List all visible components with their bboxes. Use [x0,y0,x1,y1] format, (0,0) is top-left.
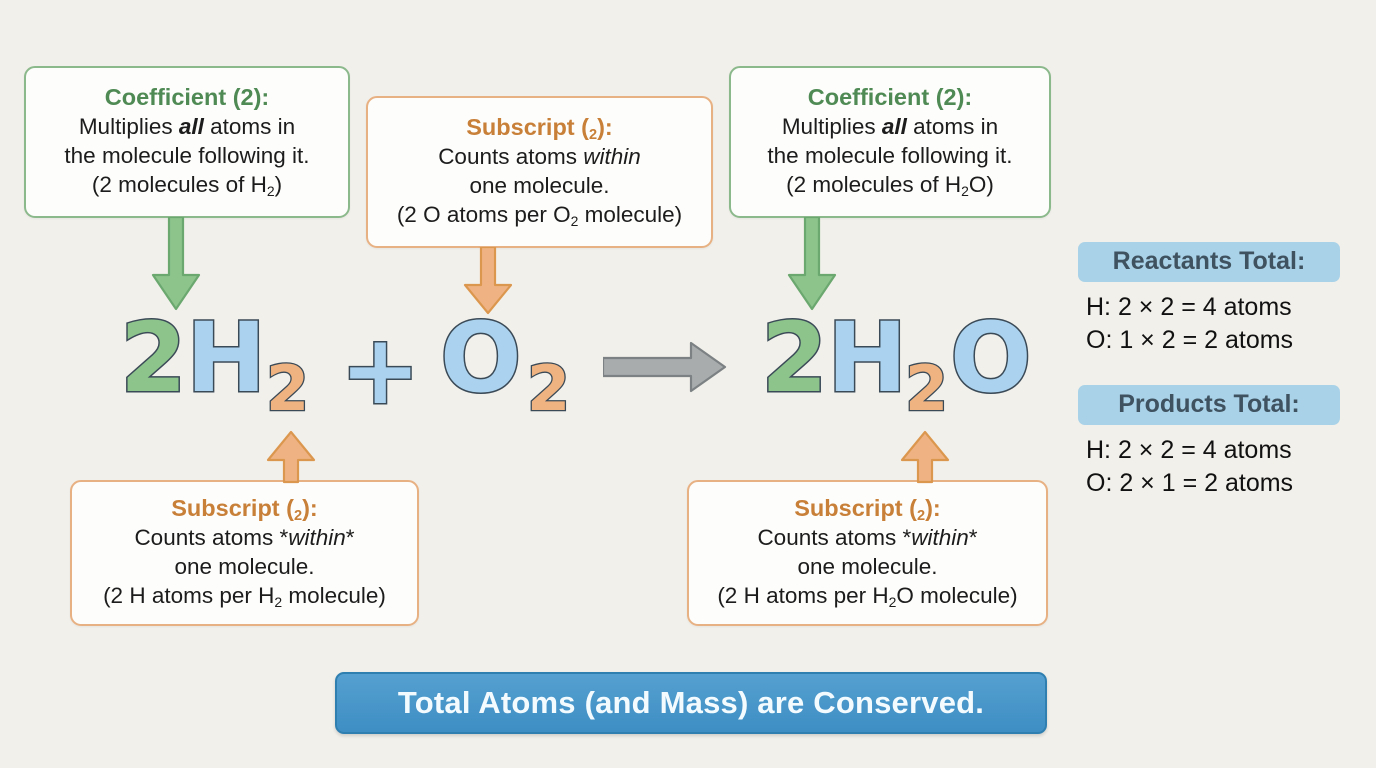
formula-subscript: 2 [570,212,579,229]
reactant1-element: H [184,302,267,414]
callout-title: Coefficient (2): [807,84,973,111]
green-arrow-down-left-icon [151,217,201,311]
product-subscript: 2 [904,352,950,425]
reactants-hydrogen-row: H: 2 × 2 = 4 atoms [1086,293,1292,321]
orange-arrow-down-middle-icon [463,247,513,315]
emphasis-all: all [178,114,204,140]
callout-line-1: Counts atoms within [438,144,641,170]
reactants-total-rows: H: 2 × 2 = 4 atoms O: 1 × 2 = 2 atoms [1086,291,1340,358]
product-coefficient: 2 [760,302,830,414]
emphasis-within: within [288,525,346,551]
conservation-banner-text: Total Atoms (and Mass) are Conserved. [397,685,985,720]
callout-subscript-bottom-left: Subscript (2): Counts atoms *within* one… [70,480,419,626]
callout-line-2: one molecule. [174,554,315,580]
callout-title: Subscript (2): [466,114,613,144]
callout-line-1: Multiplies all atoms in [78,114,296,140]
callout-line-2: the molecule following it. [64,143,310,169]
callout-line-1: Counts atoms *within* [134,525,355,551]
reactants-total-heading: Reactants Total: [1078,242,1340,282]
products-total-rows: H: 2 × 2 = 4 atoms O: 2 × 1 = 2 atoms [1086,434,1340,501]
formula-subscript: 2 [274,593,283,610]
reactant2-subscript: 2 [526,352,572,425]
callout-subscript-bottom-right: Subscript (2): Counts atoms *within* one… [687,480,1048,626]
green-arrow-down-right-icon [787,217,837,311]
callout-title: Coefficient (2): [104,84,270,111]
emphasis-within: within [583,144,641,170]
title-subscript: 2 [916,508,926,525]
reactant2-element: O [439,302,524,414]
reactant1-coefficient: 2 [119,302,189,414]
callout-line-2: one molecule. [469,173,610,199]
products-total-heading: Products Total: [1078,384,1340,425]
title-subscript: 2 [588,127,598,144]
emphasis-within: within [911,525,969,551]
orange-arrow-up-right-icon [900,430,950,484]
product-element-h: H [825,302,908,414]
emphasis-all: all [881,114,907,140]
totals-summary-panel: Reactants Total: H: 2 × 2 = 4 atoms O: 1… [1078,242,1340,500]
callout-title: Subscript (2): [794,495,941,525]
callout-line-3: (2 molecules of H2O) [786,172,994,199]
callout-line-3: (2 molecules of H2) [91,172,283,199]
reactants-oxygen-row: O: 1 × 2 = 2 atoms [1086,326,1294,355]
products-hydrogen-row: H: 2 × 2 = 4 atoms [1086,435,1292,464]
conservation-banner: Total Atoms (and Mass) are Conserved. [335,672,1047,734]
callout-line-2: one molecule. [797,554,938,580]
callout-line-1: Counts atoms *within* [757,525,978,551]
callout-coefficient-left: Coefficient (2): Multiplies all atoms in… [24,66,350,218]
callout-line-2: the molecule following it. [767,143,1013,169]
callout-coefficient-right: Coefficient (2): Multiplies all atoms in… [729,66,1051,218]
reaction-arrow-right-icon [603,341,727,393]
callout-subscript-middle: Subscript (2): Counts atoms within one m… [366,96,713,248]
chemical-equation: 2 H 2 + O 2 2 H 2 O [0,296,1060,426]
orange-arrow-up-left-icon [266,430,316,484]
formula-subscript: 2 [266,182,275,199]
reactant1-subscript: 2 [265,352,311,425]
callout-line-3: (2 H atoms per H2 molecule) [103,583,386,610]
title-subscript: 2 [293,508,303,525]
formula-subscript: 2 [961,182,969,199]
plus-sign: + [338,314,421,426]
products-oxygen-row: O: 2 × 1 = 2 atoms [1086,468,1294,497]
callout-line-1: Multiplies all atoms in [781,114,999,140]
callout-line-3: (2 O atoms per O2 molecule) [396,202,683,229]
formula-subscript: 2 [888,593,897,610]
summary-spacer [1078,358,1340,385]
callout-title: Subscript (2): [171,495,318,525]
callout-line-3: (2 H atoms per H2O molecule) [717,583,1018,610]
product-element-o: O [949,302,1034,414]
